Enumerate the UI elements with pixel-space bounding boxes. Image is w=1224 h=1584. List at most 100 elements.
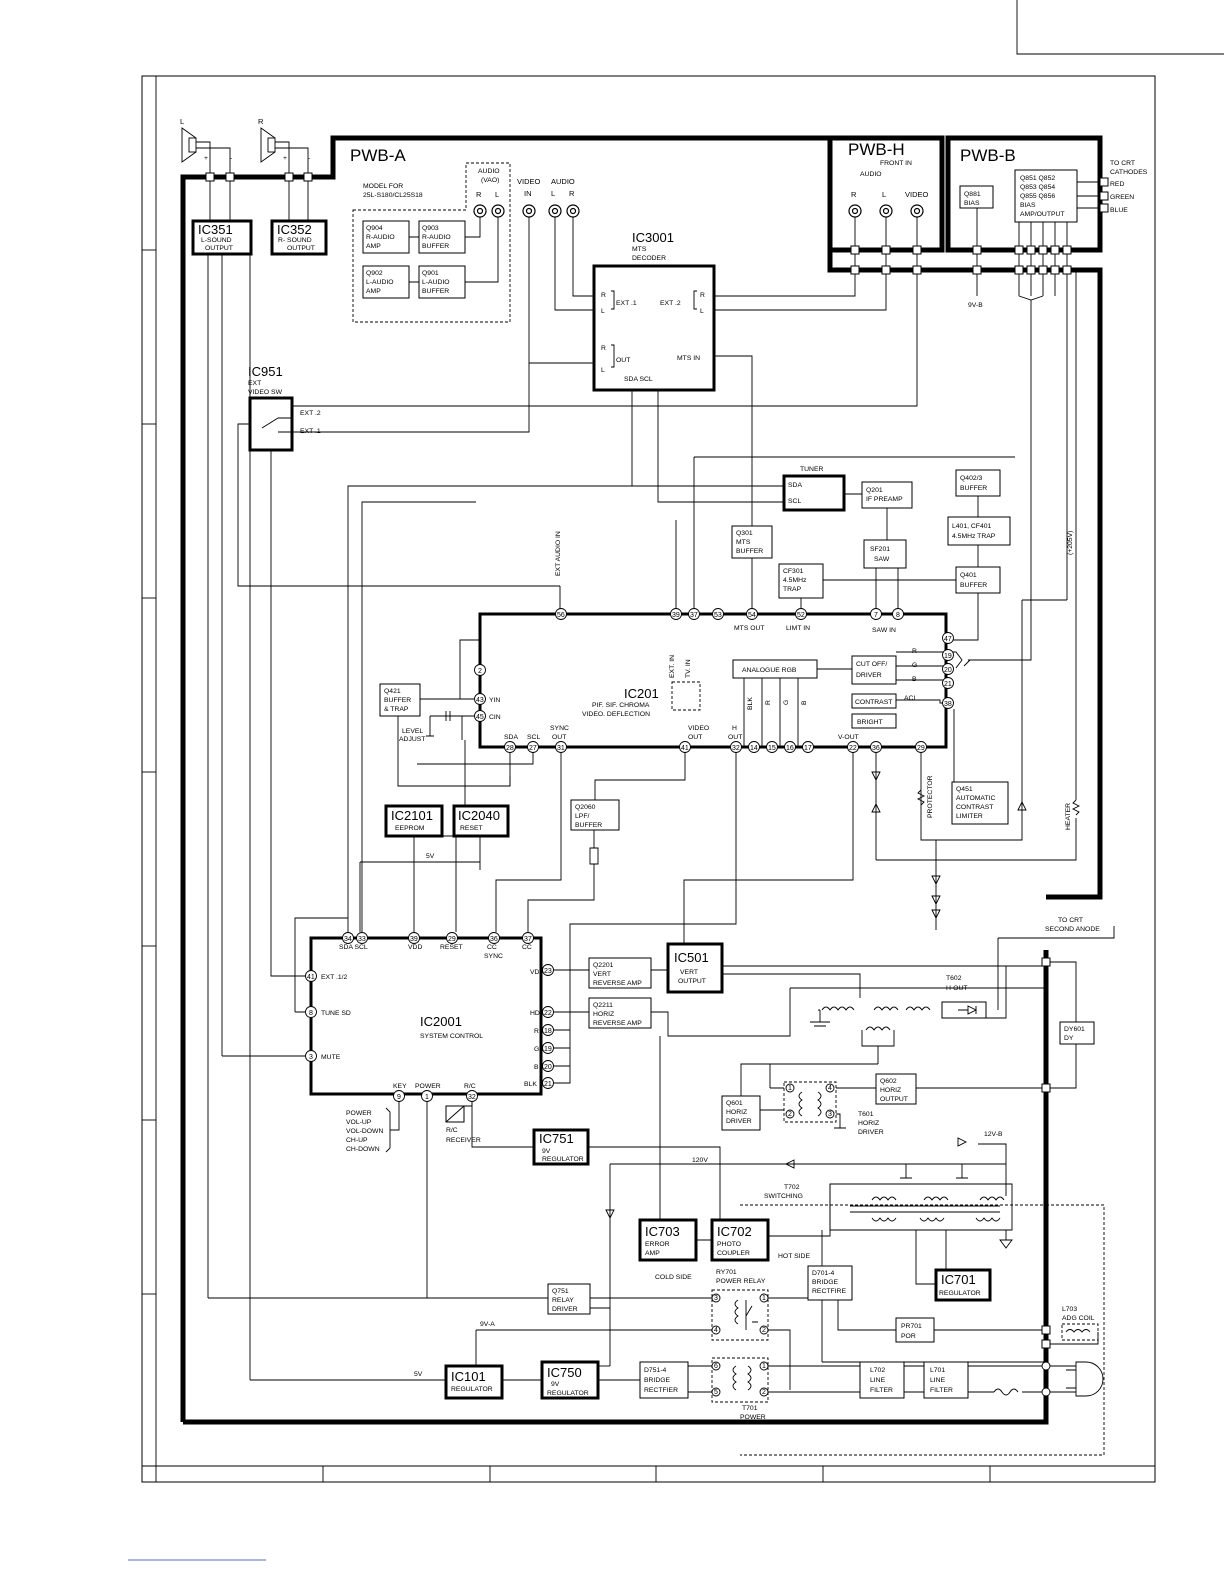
- svg-text:9: 9: [397, 1094, 401, 1101]
- svg-text:Q451: Q451: [956, 786, 973, 793]
- svg-text:B: B: [912, 676, 917, 683]
- ic2101-block: IC2101 EEPROM: [384, 804, 444, 838]
- svg-text:3: 3: [714, 1295, 718, 1302]
- svg-text:T701: T701: [742, 1405, 758, 1412]
- svg-text:OUT: OUT: [616, 357, 630, 364]
- svg-text:SYNC: SYNC: [484, 953, 503, 960]
- svg-text:POWER: POWER: [740, 1414, 766, 1421]
- svg-text:IC351: IC351: [198, 222, 233, 237]
- svg-text:VDD: VDD: [408, 944, 422, 951]
- svg-text:HORIZ: HORIZ: [726, 1109, 747, 1116]
- svg-text:DY: DY: [1064, 1035, 1074, 1042]
- svg-text:+: +: [204, 155, 208, 162]
- svg-text:DRIVER: DRIVER: [856, 672, 882, 679]
- ic2001-pins: 34 33 39 29 36 37 41 8 3 23 22 18 19 20 …: [305, 932, 554, 1102]
- svg-text:-: -: [230, 155, 232, 162]
- svg-text:FILTER: FILTER: [930, 1387, 953, 1394]
- svg-text:L: L: [601, 308, 605, 315]
- svg-text:5: 5: [714, 1389, 718, 1396]
- d7514-block: D751-4 BRIDGE RECTFIER: [639, 1361, 689, 1399]
- svg-text:IC101: IC101: [451, 1369, 486, 1384]
- q201-block: Q201 IF PREAMP: [861, 481, 913, 509]
- svg-text:G: G: [783, 700, 790, 705]
- q301-block: Q301 MTS BUFFER: [731, 525, 773, 559]
- svg-text:POWER: POWER: [346, 1110, 372, 1117]
- ic101-block: IC101 REGULATOR: [444, 1364, 504, 1400]
- svg-text:43: 43: [476, 697, 484, 704]
- svg-text:L-AUDIO: L-AUDIO: [422, 279, 450, 286]
- ic702-block: IC702 PHOTO COUPLER: [710, 1218, 770, 1262]
- svg-text:R: R: [912, 648, 917, 655]
- svg-text:V-OUT: V-OUT: [838, 734, 859, 741]
- svg-text:Q903: Q903: [422, 225, 439, 232]
- 9v-b-label: 9V-B: [968, 302, 983, 309]
- svg-text:IC751: IC751: [539, 1131, 574, 1146]
- svg-text:36: 36: [490, 936, 498, 943]
- ic2001-block: IC2001 SYSTEM CONTROL SDA SCL VDD RESET …: [309, 936, 543, 1096]
- svg-text:BUFFER: BUFFER: [384, 697, 411, 704]
- svg-text:POWER: POWER: [415, 1083, 441, 1090]
- svg-text:BUFFER: BUFFER: [960, 485, 987, 492]
- ic951-block: IC951 EXT VIDEO SW: [248, 364, 294, 452]
- svg-text:39: 39: [672, 612, 680, 619]
- svg-text:19: 19: [944, 653, 952, 660]
- ic703-block: IC703 ERROR AMP: [638, 1218, 698, 1262]
- svg-text:G: G: [534, 1046, 539, 1053]
- ry701-block: RY701 POWER RELAY 3 4 1 2: [711, 1269, 769, 1341]
- svg-text:DRIVER: DRIVER: [858, 1129, 884, 1136]
- svg-text:21: 21: [544, 1081, 552, 1088]
- svg-text:CF301: CF301: [783, 568, 804, 575]
- svg-text:B: B: [801, 700, 808, 705]
- svg-text:RELAY: RELAY: [552, 1297, 574, 1304]
- svg-text:AMP: AMP: [645, 1250, 660, 1257]
- svg-text:HORIZ: HORIZ: [593, 1011, 614, 1018]
- 5v-label: 5V: [426, 853, 435, 860]
- svg-text:EXT. IN: EXT. IN: [669, 655, 676, 678]
- svg-text:52: 52: [797, 612, 805, 619]
- svg-text:YIN: YIN: [489, 697, 500, 704]
- dy601-block: DY601 DY: [1059, 1021, 1095, 1045]
- svg-text:KEY: KEY: [393, 1083, 407, 1090]
- svg-text:L: L: [700, 308, 704, 315]
- svg-text:REGULATOR: REGULATOR: [547, 1390, 589, 1397]
- ic201-pins: 56 39 37 53 54 52 7 8 47 19 20 21 38 2 4…: [474, 608, 954, 753]
- svg-text:19: 19: [544, 1046, 552, 1053]
- svg-text:L: L: [601, 367, 605, 374]
- svg-text:CONTRAST: CONTRAST: [855, 699, 892, 706]
- svg-text:CH-UP: CH-UP: [346, 1137, 368, 1144]
- front-in-label: FRONT IN: [880, 160, 912, 167]
- protector-label: PROTECTOR: [927, 775, 934, 818]
- svg-text:41: 41: [681, 745, 689, 752]
- svg-text:32: 32: [468, 1094, 476, 1101]
- svg-text:BIAS: BIAS: [1020, 202, 1036, 209]
- svg-text:38: 38: [944, 701, 952, 708]
- svg-text:IC201: IC201: [624, 686, 659, 701]
- svg-text:SCL: SCL: [788, 498, 801, 505]
- svg-text:CIN: CIN: [489, 714, 501, 721]
- q401-block: Q401 BUFFER: [955, 566, 1001, 594]
- svg-text:CH-DOWN: CH-DOWN: [346, 1146, 380, 1153]
- svg-text:T602: T602: [946, 975, 962, 982]
- svg-text:6: 6: [714, 1363, 718, 1370]
- svg-text:3: 3: [828, 1111, 832, 1118]
- svg-text:AUTOMATIC: AUTOMATIC: [956, 795, 995, 802]
- svg-text:Q853 Q854: Q853 Q854: [1020, 184, 1055, 191]
- svg-text:Q402/3: Q402/3: [960, 475, 983, 482]
- svg-text:MTS: MTS: [632, 246, 647, 253]
- svg-text:29: 29: [448, 936, 456, 943]
- svg-text:4: 4: [714, 1327, 718, 1334]
- svg-text:IN: IN: [524, 189, 532, 198]
- svg-text:OUTPUT: OUTPUT: [678, 978, 706, 985]
- svg-text:HD: HD: [530, 1010, 540, 1017]
- cold-side-label: COLD SIDE: [655, 1274, 692, 1281]
- level-adjust-label: LEVEL: [402, 728, 423, 735]
- svg-text:IC951: IC951: [248, 364, 283, 379]
- svg-text:VERT: VERT: [680, 969, 698, 976]
- second-anode-label: TO CRT: [1058, 917, 1083, 924]
- svg-text:27: 27: [529, 745, 537, 752]
- l703-block: L703 ADG COIL: [1061, 1306, 1099, 1341]
- svg-text:SDA SCL: SDA SCL: [624, 376, 653, 383]
- q2060-block: Q2060 LPF/ BUFFER: [570, 799, 620, 831]
- q2201-block: Q2201 VERT REVERSE AMP: [588, 957, 652, 989]
